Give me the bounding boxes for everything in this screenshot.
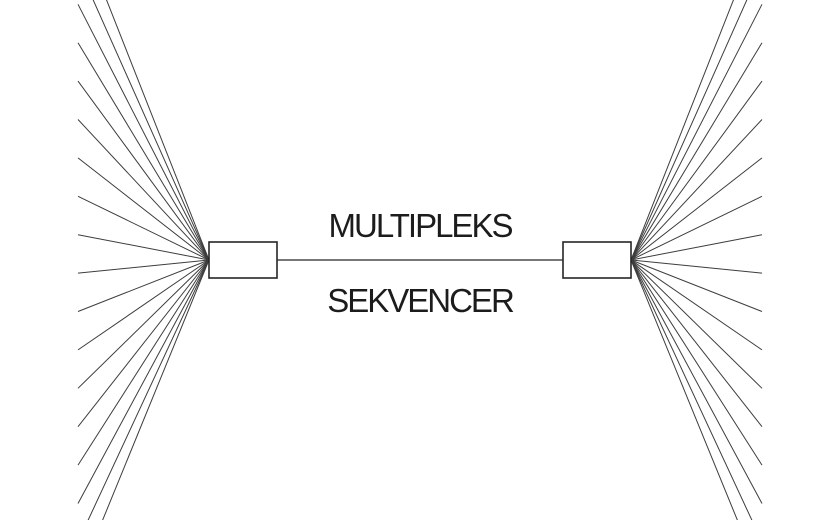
fan-line (630, 259, 738, 520)
fan-line (630, 259, 763, 504)
fan-line (77, 259, 210, 428)
fan-line (77, 259, 210, 389)
fan-line (630, 80, 763, 261)
fan-line (77, 119, 210, 261)
fan-line (630, 259, 763, 428)
fan-line (630, 259, 763, 466)
fan-line (77, 259, 210, 351)
label-sekvencer: SEKVENCER (327, 282, 515, 319)
fan-line (630, 259, 763, 312)
fan-line (630, 234, 763, 261)
fan-line (630, 0, 734, 261)
fan-line (77, 234, 210, 261)
fan-line (77, 259, 210, 312)
fan-line (630, 119, 763, 261)
fan-line (77, 4, 210, 261)
fan-line (630, 259, 763, 351)
fan-line (77, 259, 210, 466)
fan-line (630, 259, 753, 520)
label-multipleks: MULTIPLEKS (328, 207, 514, 244)
fan-line (77, 195, 210, 261)
right-mux-box (562, 241, 632, 279)
fan-line (630, 0, 748, 261)
fan-line (630, 259, 763, 274)
right-fan-lines (630, 0, 763, 520)
fan-line (87, 259, 210, 520)
fan-line (630, 4, 763, 261)
fan-line (630, 42, 763, 261)
fan-line (630, 259, 763, 389)
fan-line (92, 0, 210, 261)
fan-line (77, 42, 210, 261)
fan-line (630, 157, 763, 261)
left-mux-box (208, 241, 278, 279)
fan-line (106, 0, 210, 261)
fan-line (77, 259, 210, 504)
left-fan-lines (77, 0, 210, 520)
fan-line (77, 259, 210, 274)
fan-line (630, 195, 763, 261)
fan-line (102, 259, 210, 520)
fan-line (77, 80, 210, 261)
fan-line (77, 157, 210, 261)
